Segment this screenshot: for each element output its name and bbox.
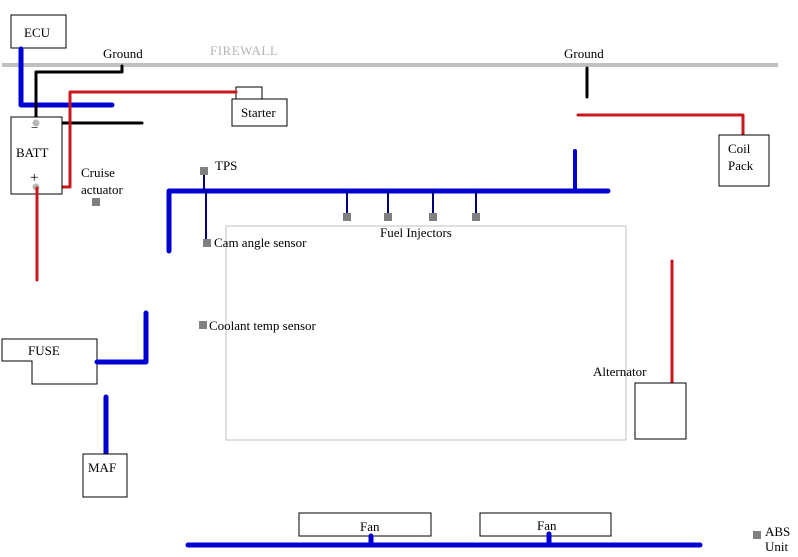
cruise-actuator-label-2: actuator — [81, 182, 124, 197]
fan-2-label: Fan — [537, 518, 557, 533]
coil-pack-box[interactable] — [718, 134, 770, 187]
injector-1[interactable] — [343, 213, 351, 221]
cruise-actuator-label-1: Cruise — [81, 165, 115, 180]
fuel-injectors — [343, 191, 480, 221]
abs-unit-label-1: ABS — [765, 524, 790, 539]
cam-angle-label: Cam angle sensor — [214, 235, 307, 250]
fan-1-label: Fan — [360, 519, 380, 534]
main-harness-wire — [166, 188, 611, 254]
fuse-label: FUSE — [28, 343, 60, 358]
starter-terminal — [235, 86, 263, 100]
fan-2-box[interactable] — [479, 512, 612, 537]
battery-box[interactable] — [10, 116, 63, 195]
coolant-temp-label: Coolant temp sensor — [209, 318, 317, 333]
abs-unit-label-2: Unit — [765, 539, 789, 554]
fuse-box[interactable] — [1, 338, 98, 385]
firewall-label: FIREWALL — [210, 43, 278, 58]
battery-neg-label: − — [31, 120, 38, 135]
ecu-signal-wire — [18, 46, 115, 108]
starter-box[interactable] — [231, 98, 288, 127]
cam-angle-sensor[interactable] — [203, 239, 211, 247]
ecu-label: ECU — [24, 25, 51, 40]
ecu-box[interactable] — [10, 14, 67, 49]
battery-label: BATT — [16, 145, 49, 160]
alternator-box[interactable] — [634, 382, 687, 440]
fan-1-box[interactable] — [298, 512, 432, 537]
starter-label: Starter — [241, 105, 276, 120]
fuse-signal-wire — [94, 310, 149, 365]
abs-unit-sensor[interactable] — [753, 531, 761, 539]
cruise-actuator-sensor[interactable] — [92, 198, 100, 206]
coil-pack-label-1: Coil — [728, 141, 751, 156]
injector-3[interactable] — [429, 213, 437, 221]
ground-left-label: Ground — [103, 46, 143, 61]
tps-label: TPS — [215, 158, 237, 173]
engine-block-outline — [225, 225, 627, 441]
ground-right-label: Ground — [564, 46, 604, 61]
coolant-temp-sensor[interactable] — [199, 321, 207, 329]
maf-box[interactable] — [82, 453, 128, 498]
injector-2[interactable] — [384, 213, 392, 221]
maf-label: MAF — [88, 460, 116, 475]
battery-pos-label: + — [30, 170, 38, 186]
alternator-label: Alternator — [593, 364, 647, 379]
tps-sensor[interactable] — [200, 167, 208, 175]
coil-pack-label-2: Pack — [728, 158, 754, 173]
injector-4[interactable] — [472, 213, 480, 221]
coil-pack-power-wire — [576, 113, 745, 138]
battery-neg-terminal — [32, 119, 40, 127]
ground-left-wire — [34, 64, 124, 122]
fuel-injectors-label: Fuel Injectors — [380, 225, 452, 240]
